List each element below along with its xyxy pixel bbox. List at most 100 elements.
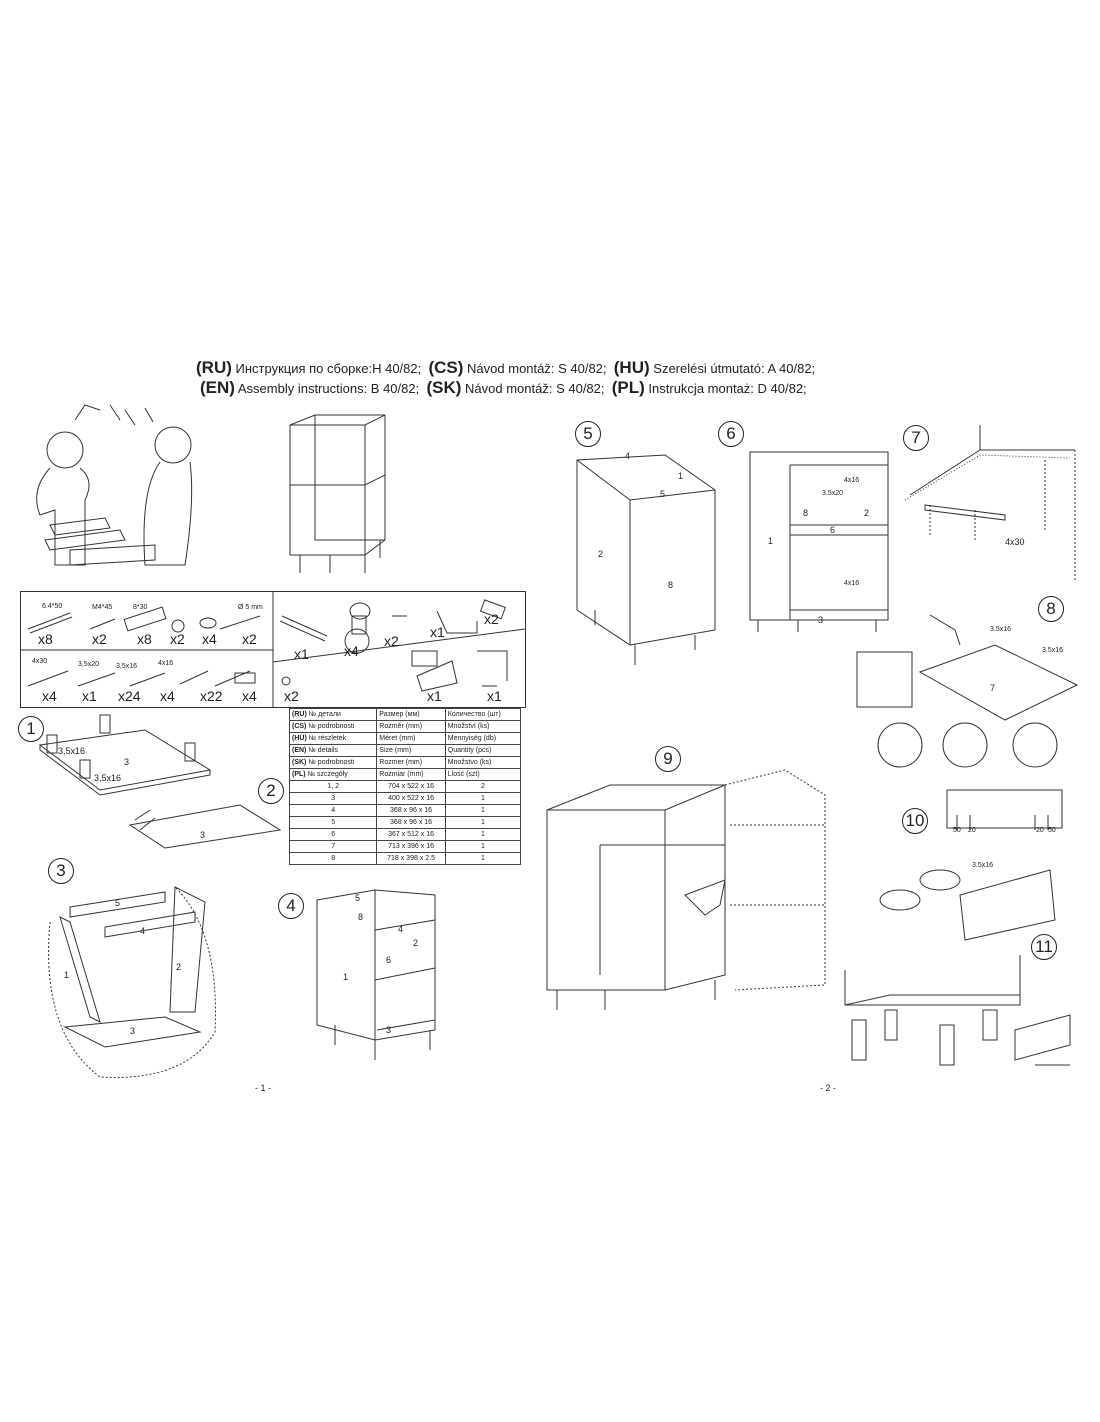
screw-label: 3,5x16 <box>94 773 122 783</box>
hw-qty: x4 <box>202 631 217 647</box>
step5-cabinet-back <box>576 454 716 665</box>
hw-size: Ø 5 mm <box>238 604 263 611</box>
hw-qty: x1 <box>82 688 97 704</box>
panel-number: 8 <box>803 508 809 518</box>
step-number: 9 <box>655 746 681 772</box>
hw-qty: x24 <box>118 688 141 704</box>
hw-qty: x8 <box>38 631 53 647</box>
table-cell: (PL) № szczegóły <box>288 768 378 781</box>
table-cell: Размер (мм) <box>376 708 446 721</box>
table-cell: 1 <box>444 816 522 829</box>
screw-label: 3,5x16 <box>58 746 86 756</box>
hw-size: M4*45 <box>92 604 113 611</box>
hw-size: 3,5x16 <box>116 663 138 670</box>
table-cell: 1 <box>444 852 522 865</box>
door-hinge-attach <box>879 869 1056 941</box>
panel-number: 3 <box>818 615 824 625</box>
step7-worktop-mount <box>904 425 1076 580</box>
table-cell: 400 x 522 x 16 <box>376 792 446 805</box>
panel-number: 4 <box>625 451 631 461</box>
table-cell: 704 x 522 x 16 <box>376 780 446 793</box>
step-number: 1 <box>18 716 44 742</box>
table-cell: 368 x 96 x 16 <box>376 816 446 829</box>
hw-qty: x8 <box>137 631 152 647</box>
table-cell: Množstvo (ks) <box>444 756 522 769</box>
table-cell: 3 <box>288 792 378 805</box>
table-cell: Rozmer (mm) <box>376 756 446 769</box>
screw-icons <box>27 606 261 687</box>
screw-label: 3.5x16 <box>972 862 994 869</box>
header-text: Instrukcja montaż: D 40/82; <box>648 381 807 396</box>
table-cell: 1, 2 <box>288 780 378 793</box>
table-cell: 1 <box>444 792 522 805</box>
dimension-label: 50 <box>953 827 961 834</box>
step-number: 8 <box>1038 596 1064 622</box>
table-cell: Rozmiar (mm) <box>376 768 446 781</box>
screw-label: 4x16 <box>844 580 860 587</box>
screw-label: 4x16 <box>844 477 860 484</box>
hw-qty: x1 <box>487 688 502 704</box>
hw-qty: x1 <box>427 688 442 704</box>
step-number: 7 <box>903 425 929 451</box>
lang-code: (PL) <box>611 378 645 397</box>
table-cell: Количество (шт) <box>444 708 522 721</box>
table-cell: 368 x 96 x 16 <box>376 804 446 817</box>
table-cell: 718 x 398 x 2.5 <box>376 852 446 865</box>
step-number: 5 <box>575 421 601 447</box>
table-cell: 1 <box>444 804 522 817</box>
hw-size: 4x16 <box>158 660 174 667</box>
table-cell: Mennyiség (db) <box>444 732 522 745</box>
panel-number: 6 <box>386 955 392 965</box>
hw-qty: x2 <box>384 633 399 649</box>
hw-size: 8*30 <box>133 604 148 611</box>
hardware-fasteners: 6.4*50 M4*45 8*30 Ø 5 mm x8 x2 x8 x2 x4 … <box>20 591 272 706</box>
table-cell: Množství (ks) <box>444 720 522 733</box>
table-cell: (CS) № podrobnosti <box>288 720 378 733</box>
hw-qty: x2 <box>284 688 299 704</box>
page-number-left: - 1 - <box>255 1083 272 1093</box>
hardware-kit-panel <box>20 591 526 708</box>
table-cell: Quantity (pcs) <box>444 744 522 757</box>
hw-qty: x2 <box>92 631 107 647</box>
hw-size: 4x30 <box>32 658 48 665</box>
page-number-right: - 2 - <box>820 1083 837 1093</box>
table-cell: 2 <box>444 780 522 793</box>
screw-label: 3.5x16 <box>990 626 1012 633</box>
hw-qty: x1 <box>430 624 445 640</box>
cabinet-frame-overview <box>289 414 386 573</box>
two-people-illustration <box>36 404 193 566</box>
hw-qty: x4 <box>242 688 257 704</box>
step10-hinge-drill <box>946 789 1063 830</box>
step-number: 10 <box>902 808 928 834</box>
table-cell: 6 <box>288 828 378 841</box>
step-number: 3 <box>48 858 74 884</box>
hw-qty: x2 <box>170 631 185 647</box>
panel-number: 5 <box>660 489 666 499</box>
table-cell: (HU) № részletek <box>288 732 378 745</box>
panel-number: 2 <box>864 508 870 518</box>
panel-number: 3 <box>200 830 206 840</box>
screw-label: 4x30 <box>1005 537 1025 547</box>
hardware-fittings: x1 x4 x2 x1 x2 x2 x1 x1 <box>272 591 524 706</box>
panel-number: 5 <box>115 898 121 908</box>
panel-number: 4 <box>140 926 146 936</box>
table-cell: Size (mm) <box>376 744 446 757</box>
table-cell: 713 x 396 x 16 <box>376 840 446 853</box>
header-line-1: (RU) Инструкция по сборке:H 40/82; (CS) … <box>196 358 815 378</box>
step4-cabinet <box>316 889 436 1060</box>
hw-qty: x2 <box>242 631 257 647</box>
header-text: Szerelési útmutató: A 40/82; <box>653 361 816 376</box>
step1-base-panel <box>38 714 212 796</box>
table-cell: 367 x 512 x 16 <box>376 828 446 841</box>
header-text: Инструкция по сборке:H 40/82; <box>235 361 422 376</box>
table-cell: 8 <box>288 852 378 865</box>
